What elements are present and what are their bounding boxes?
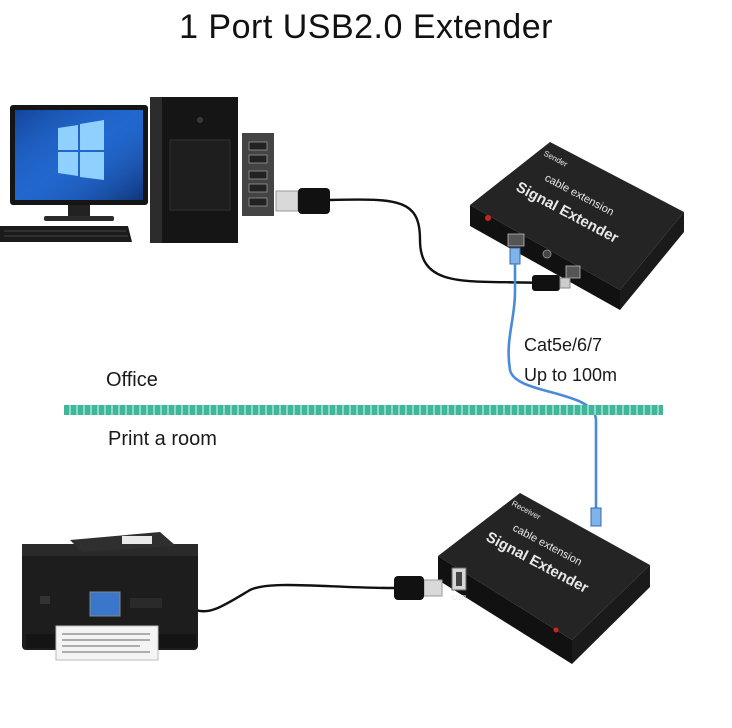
sender-device bbox=[470, 142, 684, 310]
cable-range-label: Up to 100m bbox=[524, 365, 618, 385]
printer-icon bbox=[22, 532, 198, 661]
diagram-title: 1 Port USB2.0 Extender bbox=[179, 8, 553, 46]
cable-type-label: Cat5e/6/7 bbox=[524, 335, 603, 355]
zone-office-label: Office bbox=[106, 369, 158, 391]
monitor-icon bbox=[10, 105, 148, 221]
keyboard-icon bbox=[0, 226, 132, 242]
receiver-usb-plug bbox=[394, 576, 443, 600]
computer-tower-icon bbox=[150, 97, 274, 243]
receiver-device bbox=[438, 493, 650, 664]
zone-divider bbox=[64, 405, 663, 415]
zone-print-room-label: Print a room bbox=[108, 428, 217, 450]
sender-usb-connector bbox=[532, 275, 571, 291]
receiver-port-label: USB bbox=[452, 595, 467, 602]
usb-plug-icon bbox=[275, 188, 330, 214]
